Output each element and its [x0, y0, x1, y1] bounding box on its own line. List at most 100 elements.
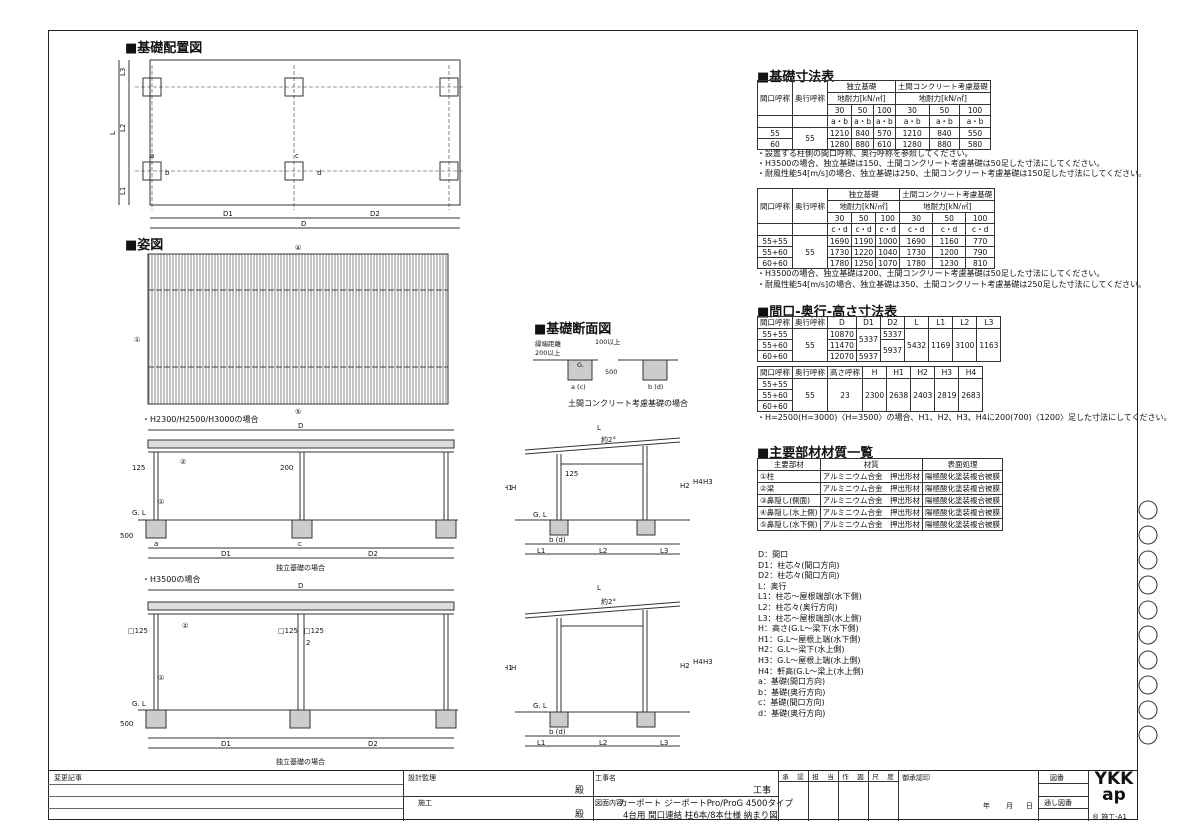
legend-item: L2：柱芯々(奥行方向) — [758, 602, 838, 612]
elev2-GL: G. L — [132, 700, 146, 708]
legend-item: H2：G.L～梁下(水上側) — [758, 645, 845, 655]
table2-note-2: ・耐風性能54[m/s]の場合、独立基礎は350、土間コンクリート考慮基礎は25… — [757, 280, 1147, 289]
elev2-marker-2: ② — [182, 622, 188, 630]
submitted-label: 通し図番 — [1044, 799, 1072, 807]
elev2-sq125b: □125 — [278, 627, 298, 635]
brand-logo: YKK ap — [1094, 769, 1134, 805]
drawing-number-box: 図番 通し図番 — [1038, 771, 1089, 821]
roof-marker-4: ④ — [295, 244, 301, 252]
side1-L2: L2 — [599, 547, 607, 555]
month-label: 月 — [1006, 802, 1013, 810]
side2-H: H — [511, 664, 516, 672]
side2-H3: H3 — [703, 658, 713, 666]
section-edge-label: 縁端距離 — [535, 339, 562, 348]
plan-label-L3: L3 — [119, 68, 127, 76]
plan-label-D1: D1 — [223, 210, 233, 218]
elevation-title: 姿図 — [125, 234, 163, 253]
foundation-layout-title: 基礎配置図 — [125, 37, 202, 56]
elev1-caption: 独立基礎の場合 — [276, 563, 325, 572]
case-note-1: ・H2300/H2500/H3000の場合 — [142, 415, 259, 424]
side1-H4: H4 — [693, 478, 703, 486]
honor-1: 殿 — [575, 786, 585, 796]
elev2-label-D1: D1 — [221, 740, 231, 748]
stamp-box: 承認 担当 作図 尺度 — [778, 771, 899, 821]
plan-label-d: d — [317, 169, 321, 177]
plan-label-L1: L1 — [119, 187, 127, 195]
legend-item: L3：柱芯～屋根端部(水上側) — [758, 613, 862, 623]
side1-dim-125: 125 — [565, 470, 578, 478]
elev1-label-D2: D2 — [368, 550, 378, 558]
foundation-plan-diagram: L3 L2 L1 L a b c d D1 D2 D — [109, 59, 465, 229]
side2-H2: H2 — [680, 662, 690, 670]
front-elevation-1: D ② 125 200 ① G. L 500 a c D1 D2 独立基礎の場合 — [120, 422, 458, 572]
table1-note-2: ・H3500の場合、独立基礎は150、土間コンクリート考慮基礎は50足した寸法に… — [757, 159, 1105, 168]
elev2-dim-500: 500 — [120, 720, 133, 728]
legend-item: H3：G.L～屋根上端(水上側) — [758, 655, 861, 665]
side1-L3: L3 — [660, 547, 668, 555]
plan-label-D: D — [301, 220, 306, 228]
height-note: ・H=2500(H=3000)〈H=3500〉の場合、H1、H2、H3、H4に2… — [757, 413, 1172, 422]
side1-H: H — [511, 484, 516, 492]
legend-item: L：奥行 — [758, 581, 787, 591]
table-row: ①柱アルミニウム合金 押出形材陽極酸化塗装複合被膜 — [757, 470, 1004, 483]
elev2-label-D2: D2 — [368, 740, 378, 748]
roof-marker-5: ⑤ — [295, 408, 301, 416]
drawing-label: 図面内容 — [595, 799, 623, 807]
section-bd: b (d) — [648, 383, 663, 391]
plan-label-b: b — [165, 169, 170, 177]
plan-label-L2: L2 — [119, 124, 127, 132]
elev2-two: 2 — [306, 639, 310, 647]
elev1-label-a: a — [154, 540, 158, 548]
table-row: ④鼻隠し(水上側)アルミニウム合金 押出形材陽極酸化塗装複合被膜 — [757, 506, 1004, 519]
legend-item: d：基礎(奥行方向) — [758, 708, 826, 718]
materials-table: 主要部材材質表面処理 ①柱アルミニウム合金 押出形材陽極酸化塗装複合被膜 ②梁ア… — [757, 458, 1004, 531]
section-dim-500: 500 — [605, 368, 617, 376]
title-block: 変更記事 設計監理 殿 施工 殿 工事名 工事 図面内容 カーポート ジーポート… — [48, 770, 1138, 821]
elev1-dim-125: 125 — [132, 464, 145, 472]
roof-panel — [147, 253, 449, 405]
section-dim-100: 100以上 — [595, 337, 621, 346]
section-edge-value: 200以上 — [535, 348, 561, 357]
honor-2: 殿 — [575, 810, 585, 820]
side1-slope: 約2° — [601, 435, 616, 444]
side2-bd: b (d) — [549, 728, 566, 736]
side2-H4: H4 — [693, 658, 703, 666]
side1-L1: L1 — [537, 547, 545, 555]
change-log-box: 変更記事 — [48, 771, 404, 821]
legend-item: c：基礎(間口方向) — [758, 698, 825, 708]
table-row: 55+60 — [757, 389, 983, 401]
side1-label-L: L — [597, 424, 601, 432]
approval-label: 御承認印 — [902, 774, 930, 782]
legend-item: L1：柱芯～屋根端部(水下側) — [758, 592, 862, 602]
change-log-label: 変更記事 — [54, 774, 82, 782]
side2-slope: 約2° — [601, 597, 616, 606]
table-row: 60+60 — [757, 400, 983, 412]
elev2-caption: 独立基礎の場合 — [276, 757, 325, 766]
year-label: 年 — [983, 802, 990, 810]
side1-H2: H2 — [680, 482, 690, 490]
drawing-no-label: 図番 — [1050, 774, 1064, 782]
table2-note-1: ・H3500の場合、独立基礎は200、土間コンクリート考慮基礎は50足した寸法に… — [757, 269, 1105, 278]
symbol-legend: D：間口 D1：柱芯々(間口方向) D2：柱芯々(間口方向) L：奥行 L1：柱… — [758, 550, 864, 720]
foundation-section-title: 基礎断面図 — [534, 318, 611, 337]
plan-label-c: c — [295, 152, 299, 160]
plan-outline — [149, 59, 461, 206]
side-elevation-2: L 約2° H1 H H2 H4 H3 G. L b (d) L1 L2 L3 — [505, 584, 713, 747]
legend-item: D1：柱芯々(間口方向) — [758, 560, 840, 570]
drawing-title-2: 4台用 間口連結 柱6本/8本仕様 納まり図 — [623, 811, 778, 821]
section-caption: 土間コンクリート考慮基礎の場合 — [568, 399, 688, 408]
section-G: G. — [577, 361, 584, 369]
day-label: 日 — [1026, 802, 1033, 810]
legend-item: H1：G.L～屋根上端(水下側) — [758, 634, 861, 644]
table-row: ③鼻隠し(側面)アルミニウム合金 押出形材陽極酸化塗装複合被膜 — [757, 494, 1004, 507]
side-elevation-1: L 約2° H1 H H2 H4 H3 125 G. L b (d) L1 L2… — [505, 424, 713, 555]
foundation-table-2: 間口呼称 奥行呼称 独立基礎 土間コンクリート考慮基礎 地耐力[kN/㎡]地耐力… — [757, 188, 996, 269]
